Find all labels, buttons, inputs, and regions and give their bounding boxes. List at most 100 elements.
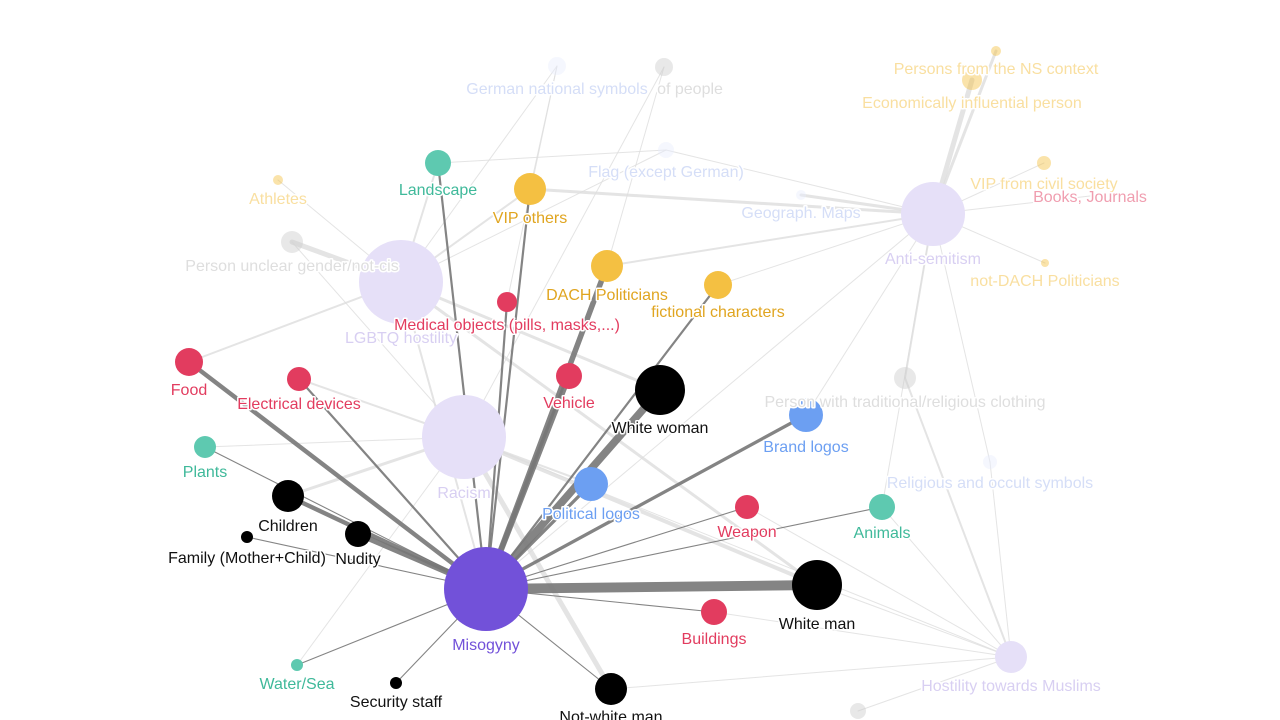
nodes-layer bbox=[175, 46, 1051, 719]
node-ns-persons[interactable] bbox=[991, 46, 1001, 56]
node-vehicle[interactable] bbox=[556, 363, 582, 389]
label-fictional: fictional characters bbox=[651, 304, 784, 321]
edge-muslims-buildings bbox=[713, 611, 1012, 658]
node-nudity[interactable] bbox=[345, 521, 371, 547]
edge-muslims-religious_clothing bbox=[904, 377, 1012, 658]
node-german-symbols[interactable] bbox=[548, 57, 566, 75]
node-vip-others[interactable] bbox=[514, 173, 546, 205]
label-brand-logos: Brand logos bbox=[763, 439, 848, 456]
edge-racism-water bbox=[296, 436, 465, 666]
label-vehicle: Vehicle bbox=[543, 395, 595, 412]
label-political-logos: Political logos bbox=[542, 506, 640, 523]
label-family: Family (Mother+Child) bbox=[168, 550, 326, 567]
edge-muslims-weapon bbox=[746, 506, 1012, 658]
node-fictional[interactable] bbox=[704, 271, 732, 299]
node-not-dach[interactable] bbox=[1041, 259, 1049, 267]
label-econ-person: Economically influential person bbox=[862, 95, 1082, 112]
node-religious-symbols[interactable] bbox=[983, 455, 997, 469]
edge-antisemitism-fictional bbox=[717, 213, 934, 286]
edge-muslims-religious_symbols bbox=[989, 461, 1012, 658]
edge-antisemitism-dach bbox=[606, 213, 934, 267]
edge-muslims-bottom_grey bbox=[857, 656, 1012, 712]
edge-antisemitism-misogyny bbox=[485, 213, 934, 590]
node-buildings[interactable] bbox=[701, 599, 727, 625]
label-vip-others: VIP others bbox=[493, 210, 567, 227]
label-muslims: Hostility towards Muslims bbox=[921, 678, 1101, 695]
edge-misogyny-electrical bbox=[297, 377, 488, 591]
edge-antisemitism-vip_others bbox=[528, 187, 935, 216]
label-white-woman: White woman bbox=[612, 420, 709, 437]
label-nudity: Nudity bbox=[335, 551, 380, 568]
label-animals: Animals bbox=[854, 525, 911, 542]
node-athletes[interactable] bbox=[273, 175, 283, 185]
node-white-woman[interactable] bbox=[635, 365, 685, 415]
label-dach: DACH Politicians bbox=[546, 287, 668, 304]
node-political-logos[interactable] bbox=[574, 467, 608, 501]
label-misogyny: Misogyny bbox=[452, 637, 520, 654]
edge-misogyny-vip_others bbox=[484, 187, 532, 591]
node-bottom-grey[interactable] bbox=[850, 703, 866, 719]
label-religious-clothing: Person with traditional/religious clothi… bbox=[764, 394, 1045, 411]
node-muslims[interactable] bbox=[995, 641, 1027, 673]
label-maps: Geograph. Maps bbox=[741, 205, 860, 222]
node-econ-person[interactable] bbox=[962, 70, 982, 90]
label-not-dach: not-DACH Politicians bbox=[970, 273, 1119, 290]
node-not-white-man[interactable] bbox=[595, 673, 627, 705]
node-person-unclear[interactable] bbox=[281, 231, 303, 253]
label-weapon: Weapon bbox=[717, 524, 776, 541]
node-maps[interactable] bbox=[796, 190, 806, 200]
node-plants[interactable] bbox=[194, 436, 216, 458]
edge-misogyny-landscape bbox=[436, 161, 488, 591]
node-white-man[interactable] bbox=[792, 560, 842, 610]
node-lgbtq[interactable] bbox=[359, 240, 443, 324]
node-dach[interactable] bbox=[591, 250, 623, 282]
edge-antisemitism-religious_symbols bbox=[932, 213, 991, 463]
edge-lgbtq-german_symbols bbox=[400, 65, 558, 283]
label-person-unclear: Person unclear gender/not-cis bbox=[185, 258, 398, 275]
label-landscape: Landscape bbox=[399, 182, 477, 199]
node-religious-clothing[interactable] bbox=[894, 367, 916, 389]
label-buildings: Buildings bbox=[682, 631, 747, 648]
node-weapon[interactable] bbox=[735, 495, 759, 519]
label-children: Children bbox=[258, 518, 318, 535]
node-animals[interactable] bbox=[869, 494, 895, 520]
node-security[interactable] bbox=[390, 677, 402, 689]
node-food[interactable] bbox=[175, 348, 203, 376]
label-food: Food bbox=[171, 382, 207, 399]
edge-lgbtq-white_woman bbox=[399, 280, 662, 392]
node-misogyny[interactable] bbox=[444, 547, 528, 631]
node-medical[interactable] bbox=[497, 292, 517, 312]
label-vip-civil: VIP from civil society bbox=[970, 176, 1117, 193]
node-landscape[interactable] bbox=[425, 150, 451, 176]
label-security: Security staff bbox=[350, 694, 443, 711]
node-water[interactable] bbox=[291, 659, 303, 671]
edge-racism-plants bbox=[204, 436, 465, 448]
edge-muslims-animals bbox=[881, 506, 1012, 658]
node-children[interactable] bbox=[272, 480, 304, 512]
edge-racism-symbols_people bbox=[463, 66, 665, 438]
label-plants: Plants bbox=[183, 464, 227, 481]
edge-symbols_people-dach bbox=[606, 66, 665, 267]
node-electrical[interactable] bbox=[287, 367, 311, 391]
edge-antisemitism-animals bbox=[881, 213, 934, 508]
node-racism[interactable] bbox=[422, 395, 506, 479]
node-antisemitism[interactable] bbox=[901, 182, 965, 246]
edge-antisemitism-flag bbox=[665, 149, 934, 215]
label-german-symbols: German national symbols bbox=[466, 81, 647, 98]
edge-misogyny-fictional bbox=[484, 283, 720, 591]
node-family[interactable] bbox=[241, 531, 253, 543]
node-flag[interactable] bbox=[658, 142, 674, 158]
edge-racism-muslims bbox=[463, 436, 1012, 658]
edge-racism-person_unclear bbox=[291, 241, 465, 438]
edge-misogyny-food bbox=[186, 359, 489, 592]
label-racism: Racism bbox=[437, 485, 490, 502]
node-vip-civil[interactable] bbox=[1037, 156, 1051, 170]
label-not-white-man: Not-white man bbox=[559, 709, 662, 720]
edge-lgbtq-flag bbox=[400, 149, 667, 283]
label-electrical: Electrical devices bbox=[237, 396, 361, 413]
label-religious-symbols: Religious and occult symbols bbox=[887, 475, 1093, 492]
node-symbols-people[interactable] bbox=[655, 58, 673, 76]
node-brand-logos[interactable] bbox=[789, 398, 823, 432]
